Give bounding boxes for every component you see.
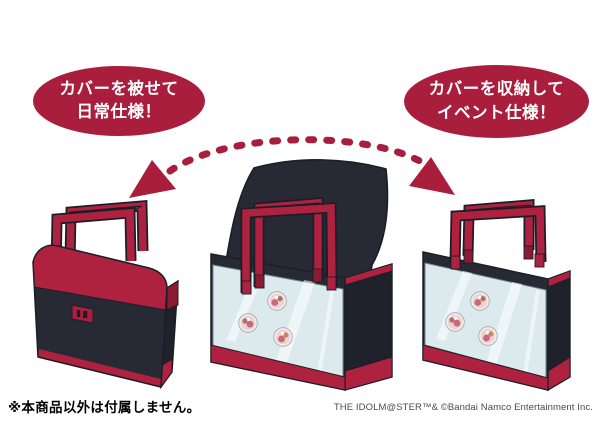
callout-cover-on-line1: カバーを被せて	[59, 79, 179, 98]
handles	[240, 197, 338, 295]
side-panel	[344, 263, 393, 391]
bag-cover-stowed	[422, 199, 571, 392]
bag-cover-on	[32, 200, 179, 390]
side-panel	[547, 270, 571, 392]
fabric-cover	[33, 245, 167, 310]
arrowhead-left-icon	[129, 160, 176, 198]
bag-body	[422, 251, 549, 391]
callout-cover-stowed-line1: カバーを収納して	[428, 80, 565, 99]
bottom-stripe	[422, 344, 549, 391]
badge-icon	[445, 312, 465, 332]
handles	[449, 199, 547, 270]
disclaimer-text: ※本商品以外は付属しません。	[8, 400, 201, 415]
badge-icon	[273, 327, 293, 347]
bottom-stripe	[38, 349, 161, 387]
badge-icon	[238, 313, 258, 333]
transformation-arrow	[129, 136, 455, 198]
arrowhead-right-icon	[409, 157, 455, 195]
handles	[50, 200, 149, 271]
bag-cover-open	[210, 159, 393, 391]
badge-icon	[478, 326, 498, 346]
callout-cover-stowed: カバーを収納して イベント仕様！	[404, 65, 589, 138]
badge-icon	[267, 291, 287, 311]
dotted-arc	[166, 136, 434, 175]
bag-body	[32, 244, 168, 388]
badge-icon	[470, 291, 490, 311]
bottom-stripe	[210, 344, 346, 391]
bag-body	[210, 253, 346, 391]
copyright-text: THE IDOLM@STER™& ©Bandai Namco Entertain…	[333, 402, 593, 413]
callout-cover-stowed-line2: イベント仕様！	[437, 103, 556, 122]
emblem-icon	[71, 304, 94, 324]
callout-cover-on: カバーを被せて 日常仕様！	[33, 66, 205, 136]
callout-cover-on-line2: 日常仕様！	[76, 103, 162, 121]
